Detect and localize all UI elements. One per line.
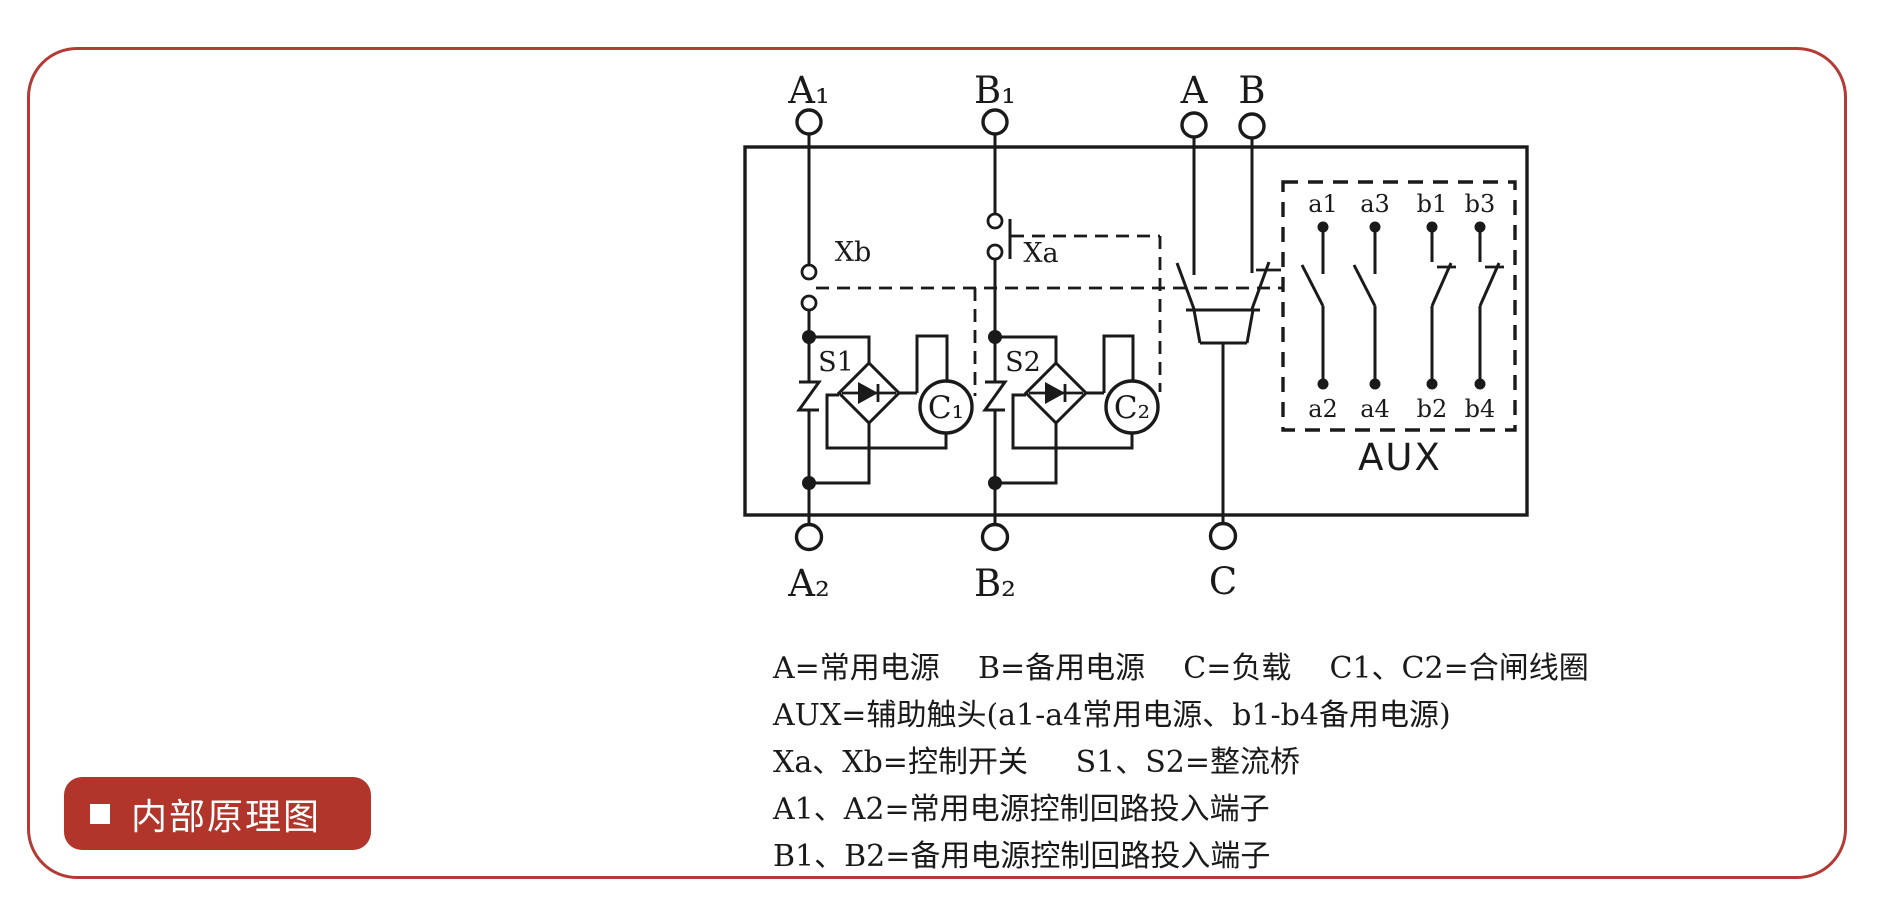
aux-label-a3: a3: [1360, 190, 1390, 218]
legend-line: B1、B2=备用电源控制回路投入端子: [773, 839, 1271, 874]
circuit-enclosure-box: [743, 145, 1529, 517]
top-terminals: A₁ B₁ A B: [787, 69, 1266, 147]
legend-line: Xa、Xb=控制开关 S1、S2=整流桥: [773, 745, 1301, 780]
terminal-a1-label: A₁: [787, 69, 830, 112]
xb-contact-lower: [800, 294, 818, 312]
a-contact-blade: [1175, 262, 1196, 310]
aux-contact-b1-b2: [1426, 221, 1456, 390]
varistor-z1: [796, 380, 822, 412]
legend-line: AUX=辅助触头(a1-a4常用电源、b1-b4备用电源): [773, 698, 1451, 733]
aux-label-a2: a2: [1308, 395, 1338, 423]
terminal-b2-label: B₂: [974, 562, 1016, 605]
terminal-a1: [795, 108, 823, 136]
s1-to-coil-wire: [899, 334, 949, 395]
common-contact-funnel: [1186, 308, 1260, 345]
aux-contact-a3-a4: [1352, 221, 1381, 390]
aux-label-a1: a1: [1308, 190, 1338, 218]
aux-dashed-box: [1281, 180, 1517, 432]
aux-label-b1: b1: [1417, 190, 1448, 218]
terminal-b2: [980, 522, 1010, 552]
terminal-b1: [981, 108, 1009, 136]
c1-return-loop: [825, 393, 948, 450]
badge-title: 内部原理图: [131, 796, 322, 838]
terminal-c: [1208, 521, 1238, 551]
aux-contact-block: a1 a3 b1 b3 a2 a4 b2 b4 AUX: [1281, 180, 1517, 479]
aux-title: AUX: [1358, 436, 1442, 479]
c2-coil-label: C₂: [1114, 390, 1150, 426]
aux-label-b3: b3: [1465, 190, 1496, 218]
xb-contact-upper: [800, 263, 818, 281]
s2-diode-icon: [1045, 382, 1065, 404]
s1-label: S1: [818, 347, 854, 378]
terminal-a2-label: A₂: [787, 562, 830, 605]
c1-coil-label: C₁: [928, 390, 964, 426]
aux-label-a4: a4: [1360, 395, 1390, 423]
page-border: [27, 47, 1847, 879]
aux-contact-a1-a2: [1300, 221, 1329, 390]
s2-top-connector: [995, 335, 1058, 363]
c2-return-loop: [1011, 393, 1134, 450]
varistor-z2: [982, 380, 1008, 412]
aux-label-b2: b2: [1417, 395, 1448, 423]
legend-line: A1、A2=常用电源控制回路投入端子: [773, 792, 1270, 827]
section-badge: 内部原理图: [64, 777, 371, 850]
xa-contact-upper: [986, 212, 1004, 230]
s2-bottom-connector: [995, 423, 1058, 485]
xa-label: Xa: [1023, 238, 1058, 269]
aux-label-b4: b4: [1465, 395, 1496, 423]
b1-control-branch: [982, 147, 1160, 515]
terminal-a-label: A: [1180, 69, 1209, 112]
terminal-b: [1238, 112, 1266, 140]
legend-line: A=常用电源 B=备用电源 C=负载 C1、C2=合闸线圈: [773, 651, 1589, 686]
terminal-b-label: B: [1238, 69, 1265, 112]
terminal-a2: [794, 522, 824, 552]
s1-top-connector: [809, 335, 871, 363]
main-transfer-switch: [1175, 147, 1281, 515]
s2-to-coil-wire: [1086, 334, 1135, 395]
a1-control-branch: [796, 147, 974, 515]
xa-contact-lower: [986, 243, 1004, 261]
terminal-c-label: C: [1209, 560, 1237, 603]
s1-bottom-connector: [809, 423, 871, 485]
bottom-terminals: A₂ B₂ C: [787, 515, 1238, 605]
s2-label: S2: [1005, 347, 1041, 378]
control-linkage-dashed-lines: [816, 234, 1283, 396]
terminal-b1-label: B₁: [974, 69, 1016, 112]
terminal-a: [1180, 111, 1208, 139]
s1-diode-icon: [858, 382, 878, 404]
xb-label: Xb: [835, 237, 872, 268]
aux-contact-b3-b4: [1474, 221, 1504, 390]
badge-bullet-icon: [90, 803, 110, 824]
legend: A=常用电源 B=备用电源 C=负载 C1、C2=合闸线圈 AUX=辅助触头(a…: [773, 645, 1589, 880]
